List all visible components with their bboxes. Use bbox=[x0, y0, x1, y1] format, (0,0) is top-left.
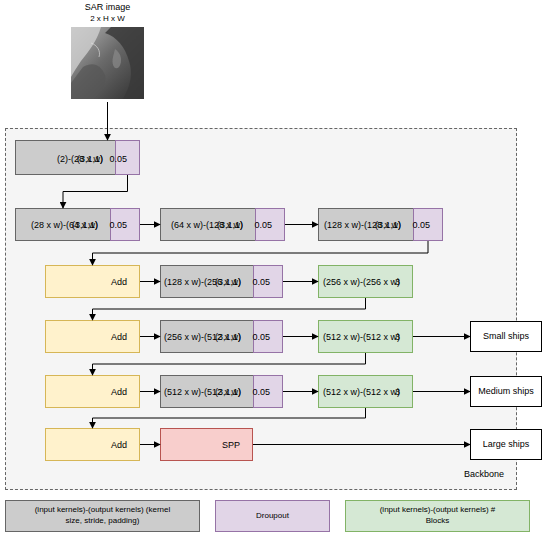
add-box: Add bbox=[45, 320, 140, 353]
connector-arrow bbox=[283, 281, 318, 282]
conv-layer-box: (64 x w)-(128 x w)(3,1,1) bbox=[160, 208, 256, 241]
dropout-box: 0.05 bbox=[253, 375, 283, 408]
conv-layer-box: (256 x w)-(512 x w)(3,1,1) bbox=[160, 320, 254, 353]
node-text: 0.05 bbox=[254, 220, 272, 232]
node-text: (512 x w)-(512 x w) bbox=[323, 332, 400, 344]
node-text: (3,1,1) bbox=[215, 387, 241, 399]
sar-image bbox=[71, 27, 144, 99]
node-text: (512 x w)-(512 x w) bbox=[323, 387, 400, 399]
add-box: Add bbox=[45, 265, 140, 298]
dropout-box: 0.05 bbox=[255, 208, 285, 241]
conv-layer-box: (128 x w)-(256 x w)(3,1,1) bbox=[160, 265, 254, 298]
node-text: 0.05 bbox=[109, 220, 127, 232]
block-stack-box: (256 x w)-(256 x w)3 bbox=[318, 265, 413, 298]
connector-arrow bbox=[285, 224, 318, 225]
node-text: 0.05 bbox=[252, 277, 270, 289]
connector-arrow bbox=[140, 444, 160, 445]
node-text: 2 x H x W bbox=[90, 14, 125, 24]
node-text: SPP bbox=[222, 440, 240, 452]
block-stack-box: (512 x w)-(512 x w)3 bbox=[318, 375, 413, 408]
conv-layer-box: (128 x w)-(128 x w)(3,1,1) bbox=[318, 208, 414, 241]
connector-arrow bbox=[283, 391, 318, 392]
legend-swatch: (input kernels)-(output kernels) (kernel… bbox=[5, 500, 200, 532]
node-text: 3 bbox=[395, 277, 400, 289]
connector-arrow bbox=[93, 353, 366, 375]
dropout-box: 0.05 bbox=[110, 208, 140, 241]
node-text: Large ships bbox=[483, 439, 530, 451]
connector-arrow bbox=[140, 281, 160, 282]
node-text: Add bbox=[111, 387, 127, 399]
node-text: (256 x w)-(256 x w) bbox=[323, 277, 400, 289]
node-text: Backbone bbox=[464, 469, 504, 481]
dropout-box: 0.05 bbox=[115, 140, 140, 175]
conv-layer-box: (2)-(28 x w)(3,1,1) bbox=[15, 140, 116, 175]
node-text: (3,1,1) bbox=[215, 332, 241, 344]
dropout-box: 0.05 bbox=[253, 265, 283, 298]
conv-layer-box: (28 x w)-(64 x w)(3,1,1) bbox=[15, 208, 111, 241]
node-text: (3,1,1) bbox=[77, 154, 103, 166]
node-text: (3,1,1) bbox=[217, 220, 243, 232]
node-text: Add bbox=[111, 277, 127, 289]
node-text: (3,1,1) bbox=[72, 220, 98, 232]
connector-arrow bbox=[93, 298, 366, 320]
connector-arrow bbox=[93, 408, 366, 428]
output-box: Small ships bbox=[470, 321, 542, 352]
node-text: Add bbox=[111, 332, 127, 344]
node-text: 3 bbox=[395, 332, 400, 344]
connector-arrow bbox=[107, 102, 108, 140]
connector-arrow bbox=[413, 336, 470, 337]
connector-arrow bbox=[140, 391, 160, 392]
legend-text: (input kernels)-(output kernels) (kernel… bbox=[33, 505, 173, 527]
add-box: Add bbox=[45, 375, 140, 408]
node-text: 0.05 bbox=[109, 154, 127, 166]
block-stack-box: (512 x w)-(512 x w)3 bbox=[318, 320, 413, 353]
legend-text: (input kernels)-(output kernels) # Block… bbox=[368, 505, 508, 527]
node-text: (3,1,1) bbox=[215, 277, 241, 289]
add-box: Add bbox=[45, 428, 140, 461]
node-text: 0.05 bbox=[252, 387, 270, 399]
legend-text: Droupout bbox=[256, 511, 289, 522]
dropout-box: 0.05 bbox=[253, 320, 283, 353]
conv-layer-box: (512 x w)-(512 x w)(3,1,1) bbox=[160, 375, 254, 408]
connector-arrow bbox=[283, 336, 318, 337]
backbone-group: Backbone(2)-(28 x w)(3,1,1)0.05(28 x w)-… bbox=[5, 128, 517, 490]
node-text: 3 bbox=[395, 387, 400, 399]
node-text: SAR image bbox=[85, 2, 131, 14]
connector-arrow bbox=[140, 224, 160, 225]
spp-box: SPP bbox=[160, 428, 253, 461]
node-text: Small ships bbox=[483, 331, 529, 343]
node-text: 0.05 bbox=[412, 220, 430, 232]
connector-arrow bbox=[63, 175, 128, 208]
output-box: Medium ships bbox=[470, 376, 542, 407]
legend-swatch: (input kernels)-(output kernels) # Block… bbox=[345, 500, 530, 532]
dropout-box: 0.05 bbox=[413, 208, 443, 241]
input-image: SAR image2 x H x W bbox=[60, 2, 155, 102]
connector-arrow bbox=[140, 336, 160, 337]
legend-swatch: Droupout bbox=[215, 500, 330, 532]
connector-arrow bbox=[253, 444, 470, 445]
connector-arrow bbox=[93, 241, 429, 265]
node-text: 0.05 bbox=[252, 332, 270, 344]
node-text: Add bbox=[111, 440, 127, 452]
output-box: Large ships bbox=[470, 429, 542, 460]
node-text: Medium ships bbox=[478, 386, 534, 398]
connector-arrow bbox=[413, 391, 470, 392]
node-text: (3,1,1) bbox=[375, 220, 401, 232]
